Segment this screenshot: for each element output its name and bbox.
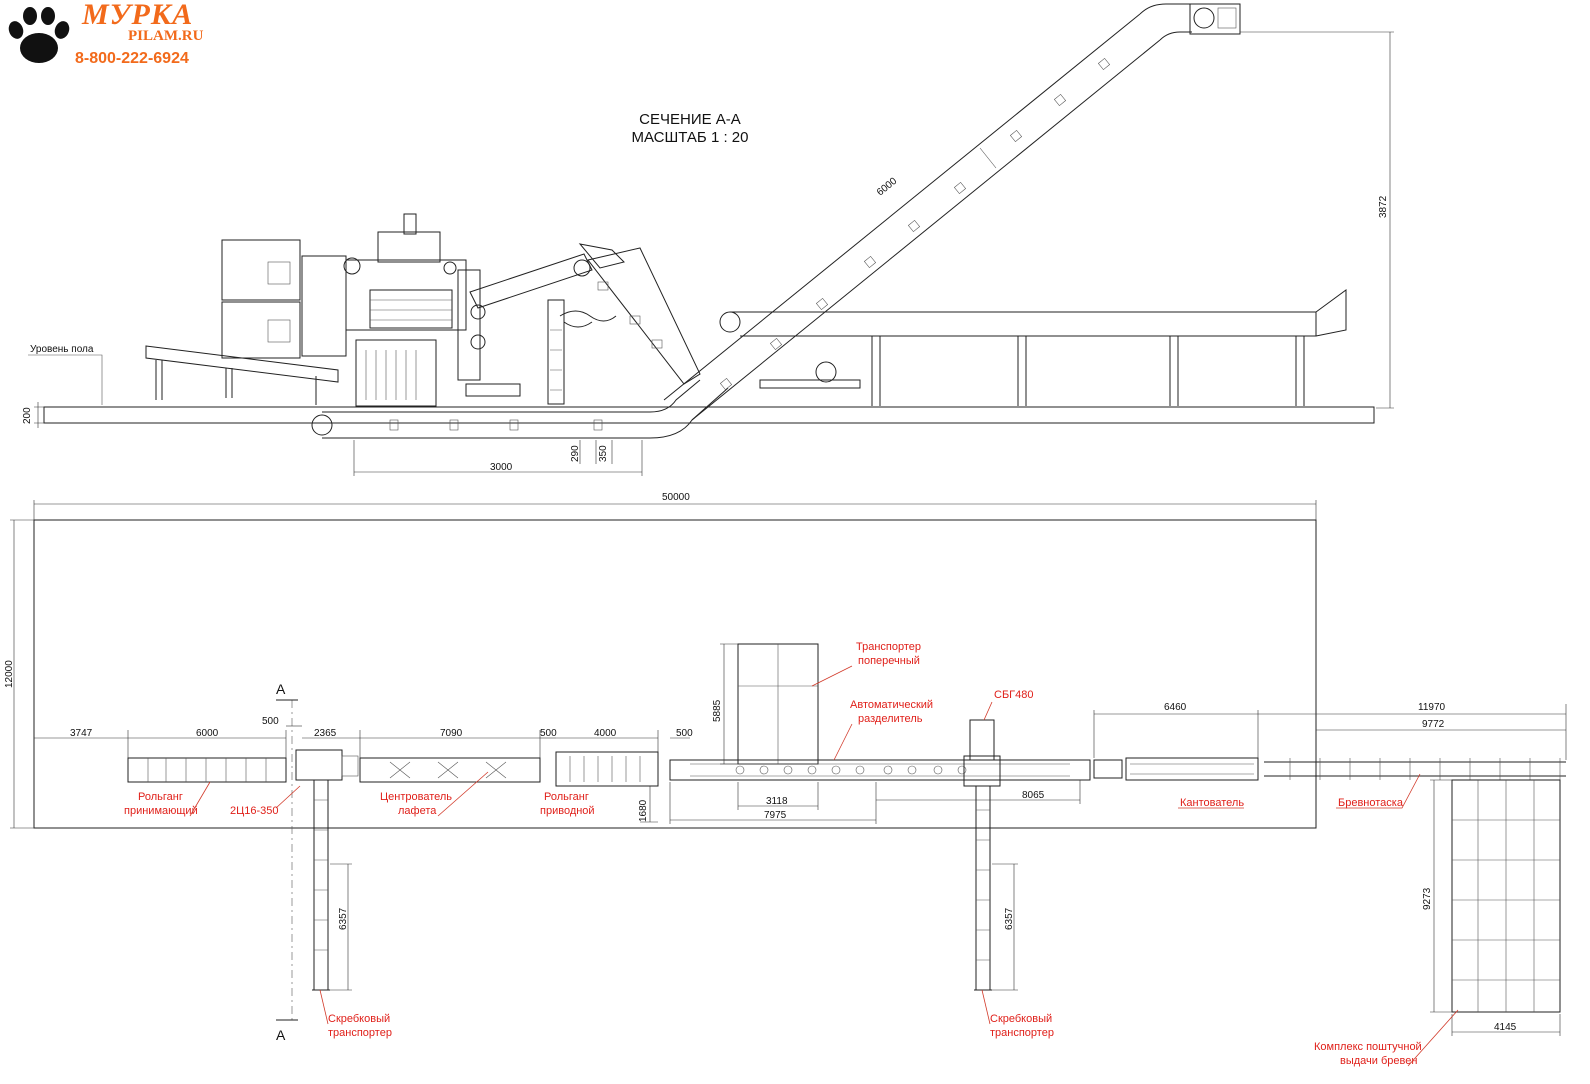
section-mark-bottom: А bbox=[276, 1027, 286, 1043]
dim-7975: 7975 bbox=[764, 810, 787, 821]
section-dimensions: 3872 200 3000 290 350 bbox=[22, 31, 1394, 476]
logo: МУРКА PILAM.RU 8-800-222-6924 bbox=[0, 0, 210, 72]
dim-9772: 9772 bbox=[1422, 719, 1445, 730]
infeed-roller-plan bbox=[127, 757, 287, 783]
section-mark-top: А bbox=[276, 681, 286, 697]
bottom-scraper-conveyor bbox=[311, 379, 729, 439]
control-cabinets bbox=[221, 239, 347, 359]
main-dimension-chain: 3747 6000 500 2365 7090 500 4000 500 bbox=[34, 716, 693, 758]
dim-depth-2: 350 bbox=[598, 445, 609, 462]
label-drive-roller-2: приводной bbox=[540, 805, 595, 817]
diagonal-chute bbox=[587, 247, 701, 385]
plan-view: 50000 12000 А А 3747 6000 500 2365 7090 … bbox=[4, 492, 1567, 1067]
label-saw: 2Ц16-350 bbox=[230, 805, 279, 817]
floor-leader bbox=[28, 354, 103, 405]
logo-phone: 8-800-222-6924 bbox=[75, 50, 189, 67]
label-infeed-roller-2: принимающий bbox=[124, 805, 198, 817]
floor-label: Уровень пола bbox=[30, 344, 94, 355]
label-cross-conveyor-1: Транспортер bbox=[856, 641, 921, 653]
label-cross-conveyor-2: поперечный bbox=[858, 655, 920, 667]
building-outline bbox=[33, 519, 1317, 829]
floor-slab bbox=[43, 406, 1375, 424]
cross-conveyor-plan: 5885 3118 7975 bbox=[669, 643, 1091, 824]
dim-1680: 1680 bbox=[638, 799, 649, 822]
label-turner: Кантователь bbox=[1180, 797, 1244, 809]
small-incline-conveyor bbox=[469, 243, 625, 405]
dim-11970: 11970 bbox=[1418, 702, 1446, 713]
dim-9273: 9273 bbox=[1422, 887, 1433, 910]
dim-overall-length: 50000 bbox=[662, 492, 690, 503]
saw-machine bbox=[343, 213, 521, 407]
label-scraper-1a: Скребковый bbox=[328, 1013, 390, 1025]
label-scraper-2a: Скребковый bbox=[990, 1013, 1052, 1025]
dim-6460: 6460 bbox=[1164, 702, 1187, 713]
label-centering-1: Центрователь bbox=[380, 791, 452, 803]
turner-plan: 6460 bbox=[1093, 702, 1259, 781]
sbg-plan: 6357 8065 bbox=[876, 719, 1081, 991]
dim-500b: 500 bbox=[540, 728, 557, 739]
dim-overall-width: 12000 bbox=[4, 660, 15, 688]
dim-2365: 2365 bbox=[314, 728, 337, 739]
label-auto-separator-1: Автоматический bbox=[850, 699, 933, 711]
dim-depth-1: 290 bbox=[570, 445, 581, 462]
plan-labels: Рольганг принимающий 2Ц16-350 Центровате… bbox=[124, 641, 1459, 1067]
drive-roller-plan: 1680 bbox=[555, 751, 659, 823]
dim-6357a: 6357 bbox=[338, 907, 349, 930]
dim-5885: 5885 bbox=[712, 699, 723, 722]
dim-500c: 500 bbox=[676, 728, 693, 739]
log-haul-plan: 11970 9772 bbox=[1258, 702, 1567, 780]
label-centering-2: лафета bbox=[398, 805, 437, 817]
label-scraper-1b: транспортер bbox=[328, 1027, 392, 1039]
label-log-haul: Бревнотаска bbox=[1338, 797, 1404, 809]
section-view: СЕЧЕНИЕ А-А МАСШТАБ 1 : 20 Уровень пола bbox=[22, 3, 1394, 476]
dim-3118: 3118 bbox=[766, 796, 788, 807]
dim-4145: 4145 bbox=[1494, 1022, 1517, 1033]
dim-6000: 6000 bbox=[196, 728, 219, 739]
dim-base-height: 200 bbox=[22, 407, 33, 424]
dim-500a: 500 bbox=[262, 716, 279, 727]
paw-print-icon bbox=[8, 7, 70, 63]
dim-incline-length: 6000 bbox=[875, 176, 900, 199]
section-title: СЕЧЕНИЕ А-А bbox=[639, 111, 741, 128]
label-log-deck-1: Комплекс поштучной bbox=[1314, 1041, 1422, 1053]
infeed-table bbox=[145, 345, 339, 405]
section-scale: МАСШТАБ 1 : 20 bbox=[632, 129, 749, 146]
saw-plan: 6357 bbox=[295, 749, 359, 991]
dim-3747: 3747 bbox=[70, 728, 93, 739]
dim-6357b: 6357 bbox=[1004, 907, 1015, 930]
dim-7090: 7090 bbox=[440, 728, 463, 739]
log-deck-plan: 9273 4145 bbox=[1422, 779, 1561, 1036]
label-drive-roller-1: Рольганг bbox=[544, 791, 589, 803]
label-sbg: СБГ480 bbox=[994, 689, 1033, 701]
label-infeed-roller-1: Рольганг bbox=[138, 791, 183, 803]
dim-4000: 4000 bbox=[594, 728, 617, 739]
label-auto-separator-2: разделитель bbox=[858, 713, 923, 725]
dim-8065: 8065 bbox=[1022, 790, 1045, 801]
logo-name: МУРКА bbox=[82, 0, 194, 31]
logo-site: PILAM.RU bbox=[128, 28, 204, 44]
elevated-table bbox=[719, 289, 1347, 406]
label-log-deck-2: выдачи бревен bbox=[1340, 1055, 1417, 1067]
centering-unit-plan bbox=[359, 757, 541, 783]
dim-height: 3872 bbox=[1378, 195, 1389, 218]
label-scraper-2b: транспортер bbox=[990, 1027, 1054, 1039]
dim-length: 3000 bbox=[490, 462, 513, 473]
long-incline-conveyor: 6000 bbox=[663, 3, 1241, 421]
